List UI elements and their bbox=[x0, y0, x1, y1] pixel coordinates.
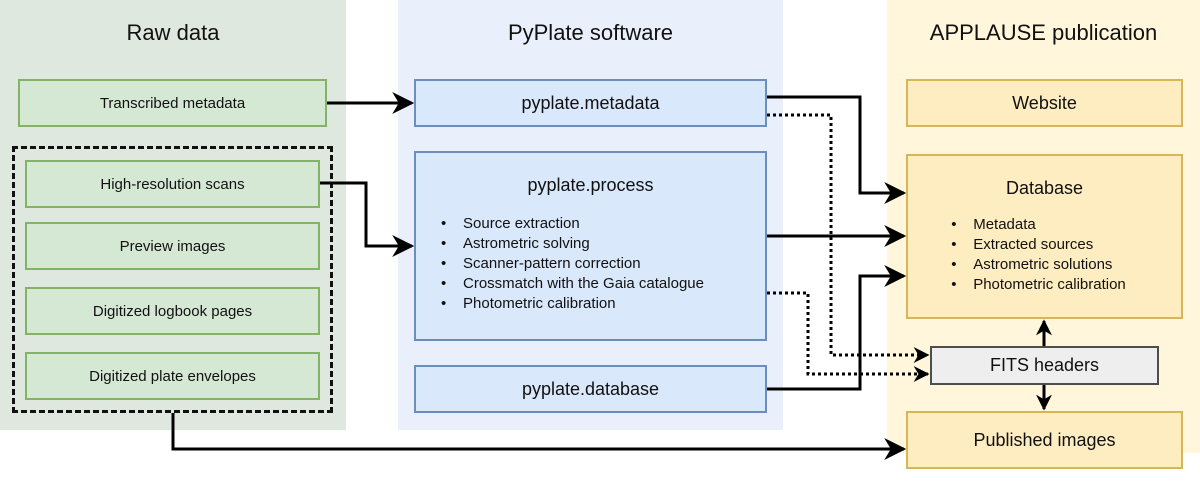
website-box: Website bbox=[906, 79, 1183, 127]
raw-data-title: Raw data bbox=[126, 20, 220, 45]
logbook-pages-label: Digitized logbook pages bbox=[92, 302, 253, 320]
high-resolution-scans-label: High-resolution scans bbox=[100, 175, 245, 193]
pyplate-process-box: pyplate.process Source extraction Astrom… bbox=[414, 151, 767, 341]
preview-images-box: Preview images bbox=[25, 222, 320, 270]
plate-envelopes-label: Digitized plate envelopes bbox=[89, 367, 256, 385]
plate-envelopes-box: Digitized plate envelopes bbox=[25, 352, 320, 400]
database-item: Metadata bbox=[947, 215, 1126, 235]
fits-headers-box: FITS headers bbox=[930, 346, 1159, 385]
arrow-metadata-to-database bbox=[767, 95, 907, 204]
arrow-dbmodule-to-database bbox=[767, 265, 907, 391]
process-step: Crossmatch with the Gaia catalogue bbox=[437, 274, 704, 294]
pyplate-metadata-label: pyplate.metadata bbox=[521, 92, 660, 113]
digitized-group-dashed-border bbox=[12, 146, 333, 413]
pyplate-database-box: pyplate.database bbox=[414, 365, 767, 413]
database-item: Extracted sources bbox=[947, 235, 1126, 255]
database-contents-list: Metadata Extracted sources Astrometric s… bbox=[947, 215, 1126, 295]
process-step: Photometric calibration bbox=[437, 294, 704, 314]
fits-headers-label: FITS headers bbox=[989, 355, 1100, 375]
high-resolution-scans-box: High-resolution scans bbox=[25, 160, 320, 208]
database-title: Database bbox=[1005, 178, 1084, 198]
pyplate-metadata-box: pyplate.metadata bbox=[414, 79, 767, 127]
logbook-pages-box: Digitized logbook pages bbox=[25, 287, 320, 335]
process-step: Astrometric solving bbox=[437, 234, 704, 254]
database-item: Photometric calibration bbox=[947, 275, 1126, 295]
pyplate-database-label: pyplate.database bbox=[521, 378, 660, 399]
process-step: Source extraction bbox=[437, 214, 704, 234]
applause-title: APPLAUSE publication bbox=[929, 20, 1158, 45]
preview-images-label: Preview images bbox=[119, 237, 226, 255]
pyplate-process-title: pyplate.process bbox=[527, 175, 654, 195]
database-item: Astrometric solutions bbox=[947, 255, 1126, 275]
website-label: Website bbox=[1012, 92, 1077, 113]
process-steps-list: Source extraction Astrometric solving Sc… bbox=[437, 214, 704, 314]
transcribed-metadata-box: Transcribed metadata bbox=[18, 79, 327, 127]
process-step: Scanner-pattern correction bbox=[437, 254, 704, 274]
database-box: Database Metadata Extracted sources Astr… bbox=[906, 154, 1183, 319]
transcribed-metadata-label: Transcribed metadata bbox=[99, 94, 246, 112]
pyplate-title: PyPlate software bbox=[507, 20, 674, 45]
published-images-box: Published images bbox=[906, 411, 1183, 469]
published-images-label: Published images bbox=[973, 429, 1116, 450]
